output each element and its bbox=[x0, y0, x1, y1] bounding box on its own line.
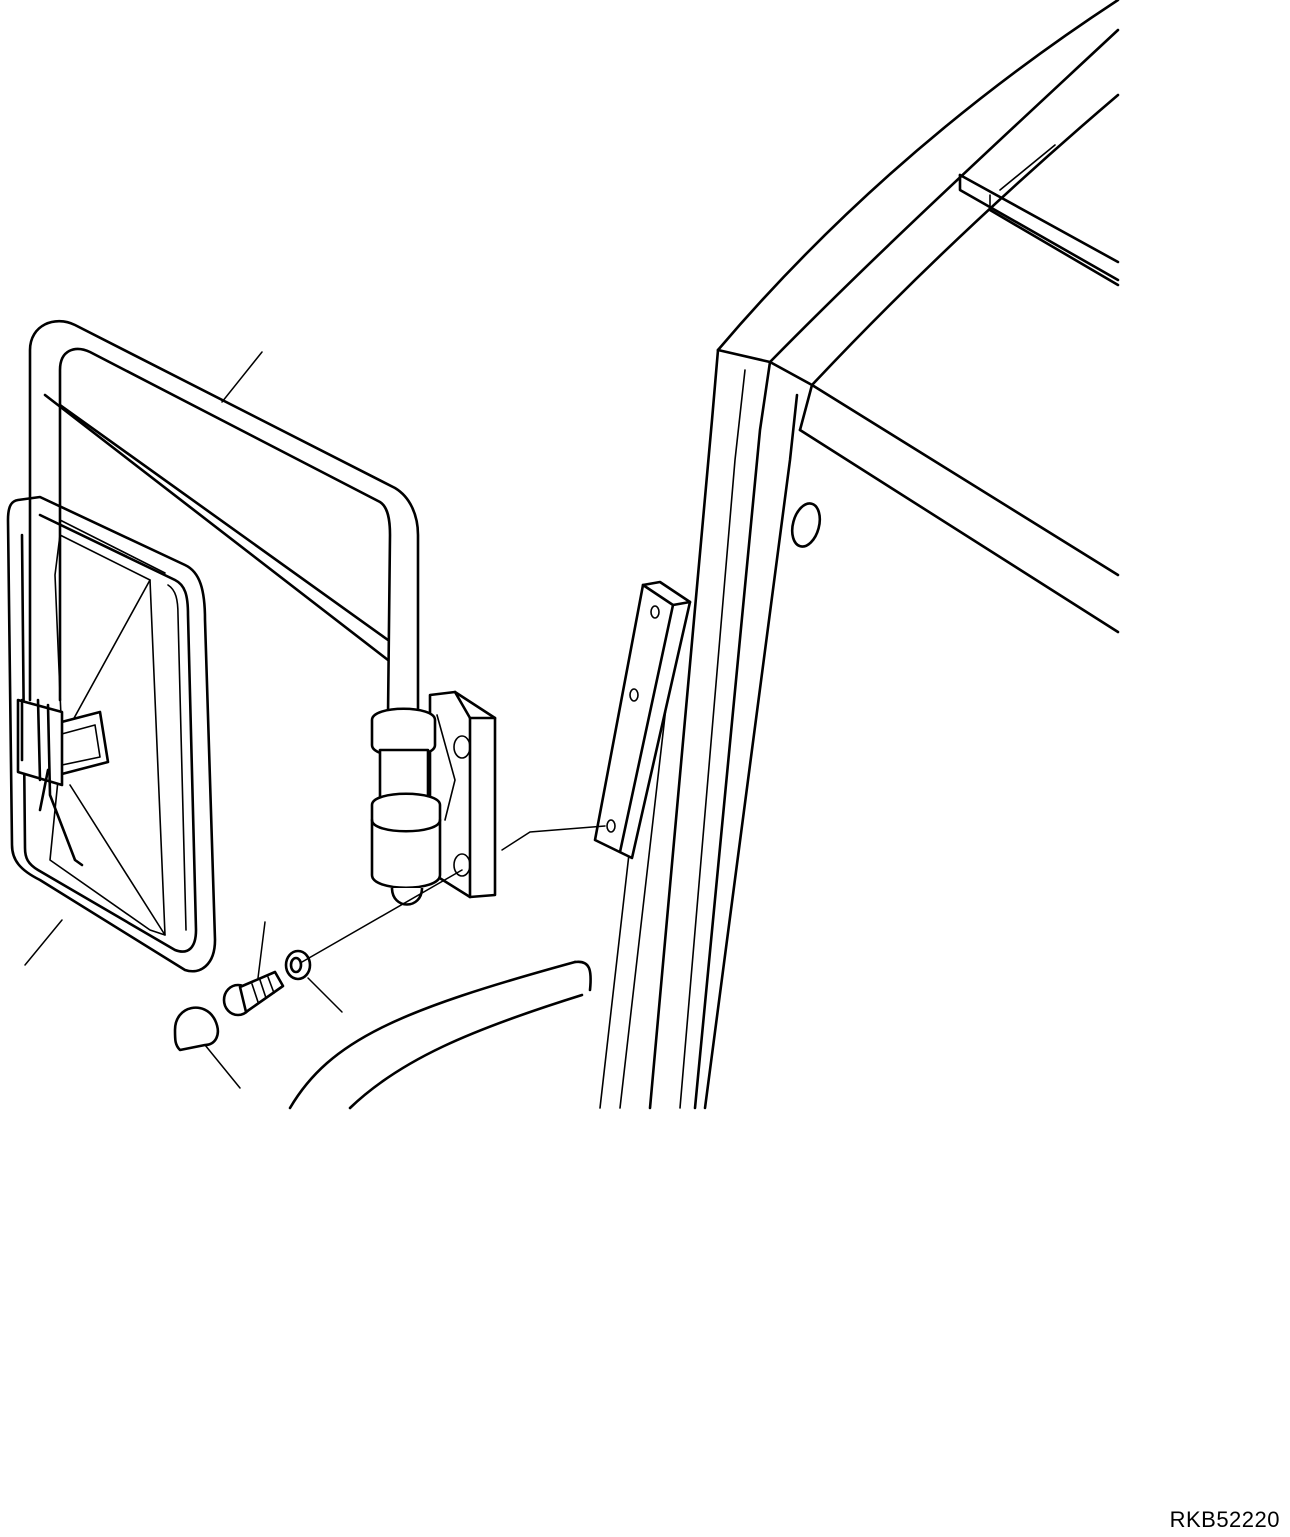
cab-frame bbox=[288, 0, 1120, 1110]
washer bbox=[284, 949, 312, 981]
leader-bolt-axis bbox=[301, 869, 463, 963]
mirror-arm bbox=[16, 319, 420, 867]
bolt bbox=[222, 970, 285, 1017]
leader-cap bbox=[204, 1044, 241, 1089]
leader-mirror bbox=[24, 919, 63, 966]
leader-bolt bbox=[257, 921, 266, 979]
mirror-base-mount bbox=[370, 690, 497, 906]
leader-washer bbox=[307, 977, 343, 1013]
pillar-bracket bbox=[593, 580, 692, 860]
hardware bbox=[173, 949, 312, 1052]
bolt-cap bbox=[173, 1006, 220, 1052]
leader-lines bbox=[24, 351, 606, 1089]
drawing-code: RKB52220 bbox=[1169, 1507, 1280, 1532]
leader-arm bbox=[221, 351, 263, 403]
leader-mount-to-bracket bbox=[501, 825, 606, 851]
